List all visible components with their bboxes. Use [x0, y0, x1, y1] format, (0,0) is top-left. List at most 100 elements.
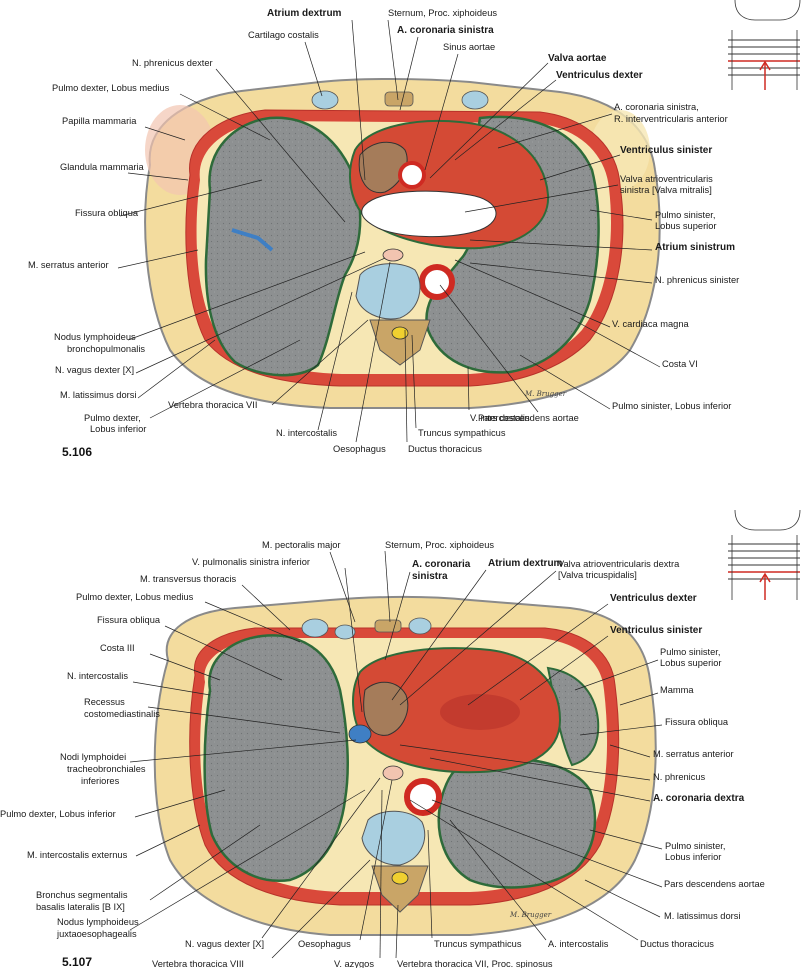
anatomy-label: M. latissimus dorsi: [664, 911, 740, 921]
anatomy-label: V. cardiaca magna: [612, 319, 689, 329]
leader-line: [569, 317, 661, 368]
anatomy-label: Mamma: [660, 685, 694, 695]
anatomy-label: Pulmo dexter, Lobus medius: [76, 592, 194, 602]
leader-line: [329, 551, 356, 623]
leader-line: [119, 179, 263, 217]
anatomy-label: basalis lateralis [B IX]: [36, 902, 125, 912]
costal-cartilage-mid: [334, 624, 356, 640]
leader-line: [144, 126, 186, 141]
leader-line: [439, 284, 539, 413]
leader-line: [164, 625, 283, 681]
leader-line: [395, 904, 399, 959]
anatomy-label: V. pulmonalis sinistra inferior: [192, 557, 310, 567]
leader-line: [355, 261, 391, 443]
leader-line: [147, 706, 341, 734]
leader-line: [467, 603, 609, 706]
anatomy-label: Valva atrioventricularis dextra: [558, 559, 680, 569]
anatomy-label: R. interventricularis anterior: [614, 114, 728, 124]
anatomy-label: Costa VI: [662, 359, 698, 369]
anatomy-label: Pulmo sinister,: [665, 841, 725, 851]
anatomy-label: juxtaoesophagealis: [56, 929, 137, 939]
anatomy-label: A. coronaria: [412, 559, 471, 570]
leader-line: [149, 339, 301, 419]
anatomy-label: Pulmo sinister, Lobus inferior: [612, 401, 731, 411]
pulmonary-vessel: [231, 228, 274, 252]
leader-line: [204, 601, 301, 643]
anatomy-label: Valva aortae: [548, 53, 607, 64]
anatomy-label: sinistra: [412, 571, 448, 582]
leader-line: [399, 744, 651, 781]
leader-line: [137, 339, 216, 399]
oesophagus: [382, 765, 404, 781]
anatomy-label: N. phrenicus dexter: [132, 58, 213, 68]
leader-line: [271, 319, 369, 406]
anatomy-label: Pars descendens aortae: [478, 413, 579, 423]
leader-line: [351, 19, 366, 181]
anatomy-label: Cartilago costalis: [248, 30, 319, 40]
leader-line: [344, 567, 363, 713]
leader-line: [391, 569, 487, 701]
leader-line: [399, 570, 557, 706]
leader-line: [584, 879, 661, 918]
spinal-cord: [391, 326, 409, 340]
anatomy-label: Fissura obliqua: [665, 717, 729, 727]
leader-line: [619, 692, 659, 706]
costal-cartilage-left: [461, 90, 489, 110]
left-ventricle-cavity: [440, 694, 520, 730]
right-atrium: [363, 681, 409, 736]
anatomy-label: Glandula mammaria: [60, 162, 145, 172]
anatomy-label: Atrium sinistrum: [655, 242, 735, 253]
anatomy-label: Pulmo sinister,: [660, 647, 720, 657]
anatomy-label: sinistra [Valva mitralis]: [620, 185, 712, 195]
leader-line: [135, 824, 201, 857]
anatomy-label: Pulmo dexter, Lobus medius: [52, 83, 170, 93]
leader-line: [215, 68, 346, 223]
vertebra-body: [355, 263, 421, 320]
leader-line: [427, 829, 433, 939]
leader-line: [399, 36, 419, 111]
anatomy-label: Fissura obliqua: [97, 615, 161, 625]
leader-line: [132, 681, 211, 696]
anatomy-label: A. coronaria sinistra: [397, 25, 494, 36]
anatomy-label: inferiores: [81, 776, 120, 786]
anatomy-label: Truncus sympathicus: [418, 428, 506, 438]
anatomy-label: Lobus inferior: [665, 852, 721, 862]
leader-line: [304, 41, 323, 97]
anatomy-label: Vertebra thoracica VII, Proc. spinosus: [397, 959, 553, 968]
leader-line: [589, 209, 653, 221]
anatomy-label: N. phrenicus: [653, 772, 706, 782]
left-atrium-cavity: [361, 190, 497, 238]
anatomy-label: costomediastinalis: [84, 709, 160, 719]
anatomy-label: Bronchus segmentalis: [36, 890, 128, 900]
anatomy-label: Truncus sympathicus: [434, 939, 522, 949]
anatomy-label: Vertebra thoracica VIII: [152, 959, 244, 968]
anatomy-label: N. intercostalis: [276, 428, 337, 438]
leader-line: [135, 257, 386, 374]
anatomy-label: Ventriculus dexter: [556, 70, 643, 81]
anatomy-label: Vertebra thoracica VII: [168, 400, 257, 410]
leader-line: [454, 259, 611, 328]
anatomy-label: Sternum, Proc. xiphoideus: [388, 8, 497, 18]
signature-5-106: M. Brugger: [524, 390, 567, 398]
leader-line: [429, 62, 549, 179]
pulmonary-vein: [348, 724, 372, 744]
leader-line: [129, 739, 357, 763]
anatomy-label: Ventriculus sinister: [610, 625, 702, 636]
anatomy-label: Fissura obliqua: [75, 208, 139, 218]
leader-line: [449, 819, 547, 941]
anatomy-label: M. transversus thoracis: [140, 574, 236, 584]
anatomy-label: Costa III: [100, 643, 135, 653]
right-lung: [204, 116, 362, 377]
anatomy-label: Ventriculus dexter: [610, 593, 697, 604]
leader-line: [519, 354, 611, 410]
vertebra-arch: [371, 865, 429, 913]
anatomy-label: Ductus thoracicus: [640, 939, 714, 949]
oesophagus: [382, 248, 404, 262]
descending-aorta: [419, 264, 455, 300]
spinal-cord: [391, 871, 409, 885]
anatomy-label: V. azygos: [334, 959, 374, 968]
leader-line: [271, 859, 371, 959]
leader-line: [469, 262, 653, 284]
